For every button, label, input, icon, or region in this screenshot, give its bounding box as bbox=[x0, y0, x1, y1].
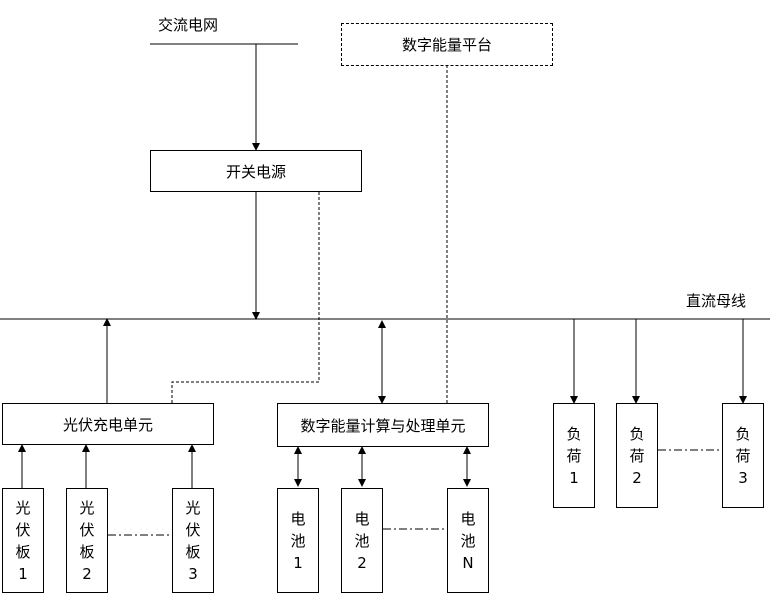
battery-n-char: N bbox=[462, 553, 474, 572]
load-3-char: 负 bbox=[735, 424, 751, 443]
compute-unit-label: 数字能量计算与处理单元 bbox=[300, 416, 466, 435]
switching-power-supply-box: 开关电源 bbox=[150, 150, 362, 192]
pv-panel-1-char: 伏 bbox=[15, 520, 31, 539]
load-3-char: 3 bbox=[738, 468, 748, 487]
battery-2-char: 池 bbox=[354, 531, 370, 550]
load-1-char: 1 bbox=[569, 468, 579, 487]
pv-panel-1-char: 光 bbox=[15, 498, 31, 517]
pv-panel-3-char: 光 bbox=[185, 498, 201, 517]
digital-energy-compute-unit-box: 数字能量计算与处理单元 bbox=[277, 403, 489, 447]
load-2-char: 负 bbox=[629, 424, 645, 443]
load-2-char: 2 bbox=[632, 468, 642, 487]
load-1-char: 荷 bbox=[566, 446, 582, 465]
load-2-char: 荷 bbox=[629, 446, 645, 465]
pv-charging-unit-box: 光伏充电单元 bbox=[2, 403, 214, 445]
pv-panel-3-box: 光 伏 板 3 bbox=[172, 488, 214, 593]
battery-n-char: 电 bbox=[460, 509, 476, 528]
battery-2-char: 电 bbox=[354, 509, 370, 528]
battery-2-box: 电 池 2 bbox=[341, 488, 383, 593]
switch-power-label: 开关电源 bbox=[225, 162, 286, 181]
load-1-box: 负 荷 1 bbox=[553, 403, 595, 508]
platform-label: 数字能量平台 bbox=[401, 36, 492, 54]
pv-panel-2-char: 2 bbox=[82, 564, 92, 583]
battery-n-box: 电 池 N bbox=[447, 488, 489, 593]
pv-panel-3-char: 伏 bbox=[185, 520, 201, 539]
load-3-char: 荷 bbox=[735, 446, 751, 465]
battery-1-box: 电 池 1 bbox=[277, 488, 319, 593]
battery-2-char: 2 bbox=[357, 553, 367, 572]
pv-panel-3-char: 3 bbox=[188, 564, 198, 583]
ac-grid-label: 交流电网 bbox=[158, 16, 219, 34]
switch-signal-dashed bbox=[171, 192, 320, 403]
pv-panel-2-box: 光 伏 板 2 bbox=[66, 488, 108, 593]
pv-panel-3-char: 板 bbox=[185, 542, 201, 561]
digital-energy-platform-box: 数字能量平台 bbox=[341, 23, 553, 66]
pv-panel-2-char: 光 bbox=[79, 498, 95, 517]
battery-1-char: 池 bbox=[290, 531, 306, 550]
pv-panel-1-char: 1 bbox=[18, 564, 28, 583]
pv-panel-1-char: 板 bbox=[15, 542, 31, 561]
battery-n-char: 池 bbox=[460, 531, 476, 550]
load-3-box: 负 荷 3 bbox=[722, 403, 764, 508]
dc-bus-label: 直流母线 bbox=[686, 292, 747, 310]
battery-1-char: 1 bbox=[293, 553, 303, 572]
load-2-box: 负 荷 2 bbox=[616, 403, 658, 508]
pv-panel-2-char: 板 bbox=[79, 542, 95, 561]
pv-unit-label: 光伏充电单元 bbox=[62, 415, 153, 434]
battery-1-char: 电 bbox=[290, 509, 306, 528]
pv-panel-1-box: 光 伏 板 1 bbox=[2, 488, 44, 593]
pv-panel-2-char: 伏 bbox=[79, 520, 95, 539]
load-1-char: 负 bbox=[566, 424, 582, 443]
